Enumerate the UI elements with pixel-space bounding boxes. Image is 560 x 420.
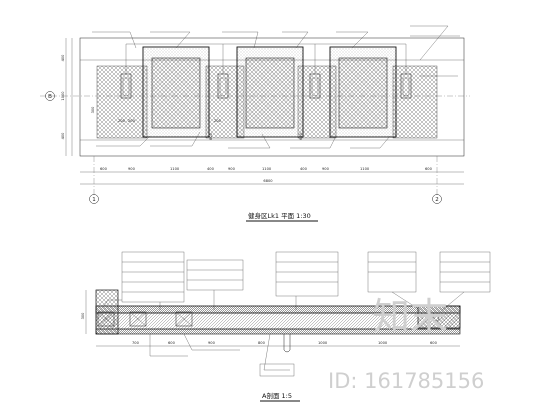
- bottom-dimension-chain: 600 900 1100 400 900 1100 400 900 1100 6…: [80, 167, 464, 185]
- plan-outline: [79, 37, 465, 157]
- section-slab: [95, 289, 461, 335]
- dim-inner-4: 800: [209, 132, 213, 140]
- section-title: A剖面 1:5: [260, 391, 300, 402]
- dim-section-height: 300: [81, 312, 85, 320]
- dim-row-5: 900: [228, 167, 236, 171]
- dim-left-2: 1000: [61, 91, 65, 101]
- dim-sec-5: 1000: [318, 341, 328, 345]
- axis-label-b: B: [48, 94, 52, 100]
- section-dimension-chain: 700 600 900 800 1000 1000 600: [96, 341, 460, 347]
- plan-annotation-leaders: [92, 25, 460, 149]
- section-callouts: [121, 251, 491, 303]
- edge-band-right: [392, 65, 438, 139]
- edge-band-left: [96, 65, 148, 139]
- dim-inner-1: 200: [118, 119, 126, 123]
- dim-total: 6800: [263, 179, 273, 183]
- section-height-dimension: 300: [81, 290, 87, 334]
- axis-label-2: 2: [435, 197, 439, 203]
- axis-label-1: 1: [92, 197, 96, 203]
- top-title-text: 健身区Lk1 平面 1:30: [248, 211, 311, 220]
- dim-row-1: 600: [100, 167, 108, 171]
- dim-row-8: 900: [322, 167, 330, 171]
- dim-inner-3: 200: [214, 119, 222, 123]
- bottom-title-text: A剖面 1:5: [262, 391, 292, 400]
- watermark-brand: 知末: [372, 295, 448, 339]
- watermark: 知末 ID: 161785156: [328, 295, 484, 393]
- dim-row-4: 400: [207, 167, 215, 171]
- dim-row-7: 400: [300, 167, 308, 171]
- dim-sec-1: 700: [132, 341, 140, 345]
- section-lower-leaders: [149, 333, 295, 377]
- dim-sec-4: 800: [258, 341, 266, 345]
- dim-sec-7: 600: [430, 341, 438, 345]
- dim-row-6: 1100: [262, 167, 272, 171]
- dim-row-9: 1100: [360, 167, 370, 171]
- dim-row-3: 1100: [170, 167, 180, 171]
- dim-sec-3: 900: [208, 341, 216, 345]
- planter-2: [236, 46, 304, 138]
- planter-3: [329, 46, 397, 138]
- dim-inner-2: 200: [128, 119, 136, 123]
- dim-left-3: 400: [61, 132, 65, 140]
- top-plan: B 400 1000 400 300 200 200 200 800 600 6…: [40, 25, 470, 222]
- inner-dimensions: 200 200 200 800 600: [118, 119, 303, 140]
- axis-bubble-1: 1: [89, 194, 99, 204]
- dim-left-4: 300: [91, 106, 95, 114]
- axis-bubble-b: B: [45, 91, 55, 101]
- dim-sec-6: 1000: [378, 341, 388, 345]
- section-view: 300 700 600 900 800 1000 1000 600 A剖面 1:…: [81, 251, 491, 402]
- watermark-id: ID: 161785156: [328, 369, 484, 393]
- planter-1: [142, 46, 210, 138]
- top-plan-title: 健身区Lk1 平面 1:30: [246, 211, 318, 222]
- axis-bubble-2: 2: [432, 194, 442, 204]
- dim-inner-5: 600: [299, 132, 303, 140]
- dim-row-2: 900: [128, 167, 136, 171]
- dim-sec-2: 600: [168, 341, 176, 345]
- left-vertical-dimensions: 400 1000 400 300: [61, 38, 95, 156]
- cable-run: [125, 43, 407, 74]
- dim-left-1: 400: [61, 54, 65, 62]
- drain-pipe: [283, 334, 291, 353]
- dim-row-10: 600: [425, 167, 433, 171]
